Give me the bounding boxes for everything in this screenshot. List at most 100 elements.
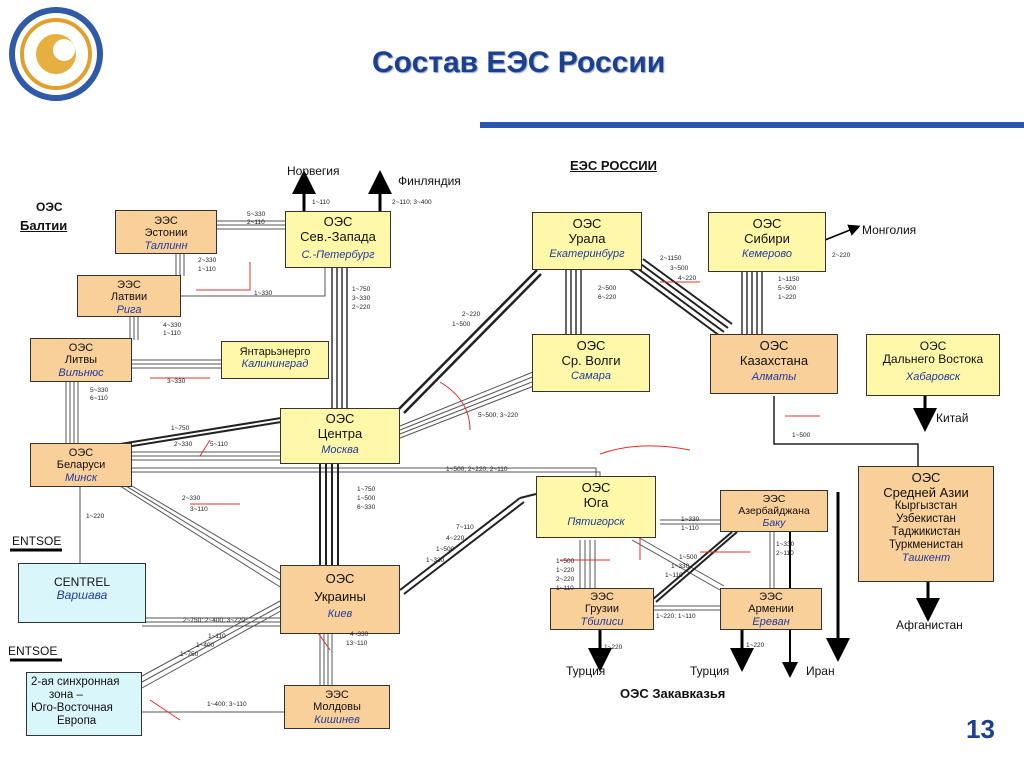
system-central-asia[interactable]: ОЭС Средней Азии Кыргызстан Узбекистан Т… (858, 466, 994, 582)
system-ukraine[interactable]: ОЭС Украины Киев (280, 565, 400, 634)
northwest-line1: ОЭС (323, 214, 353, 229)
line-south-geo-4: 1~110 (556, 585, 574, 592)
lithuania-city: Вильнюс (58, 366, 104, 379)
armenia-city: Ереван (752, 615, 790, 628)
kaliningrad-city: Калининград (241, 358, 309, 371)
line-lat-lit-1: 4~330 (163, 322, 182, 329)
central-asia-country-3: Таджикистан (891, 525, 961, 538)
line-ukr-zone2: 2~750; 2~400; 3~220 (183, 617, 245, 624)
system-center[interactable]: ОЭС Центра Москва (280, 408, 400, 464)
line-cen-ukr-3: 6~330 (357, 504, 376, 511)
line-bel-cen-b: 2~330 (174, 441, 193, 448)
line-bel-cen-a: 1~750 (171, 425, 190, 432)
lithuania-line2: Литвы (64, 354, 98, 367)
line-bel-ukr-1: 2~330 (182, 495, 201, 502)
line-ukr-mol-2: 13~110 (346, 640, 368, 647)
urals-line2: Урала (568, 230, 606, 246)
ukraine-city: Киев (327, 608, 353, 621)
georgia-line1: ЭЭС (590, 591, 614, 603)
header-rule (480, 122, 1024, 128)
system-volga[interactable]: ОЭС Ср. Волги Самара (532, 334, 650, 392)
entsoe-label-1: ENTSOE (12, 534, 62, 548)
system-georgia[interactable]: ЭЭС Грузии Тбилиси (550, 588, 654, 630)
far-east-line1: ОЭС (919, 339, 947, 353)
system-azerbaijan[interactable]: ЭЭС Азербайджана Баку (720, 490, 828, 532)
latvia-line1: ЭЭС (117, 279, 141, 291)
line-geo-tur: 1~220 (604, 644, 623, 651)
azerbaijan-city: Баку (762, 516, 786, 529)
line-ukr-zone2b-3: 1~750 (180, 651, 199, 658)
system-kaliningrad[interactable]: Янтарьэнерго Калининград (221, 341, 329, 379)
second-zone-line3: Юго-Восточная (31, 701, 113, 714)
china-label: Китай (936, 411, 969, 425)
volga-city: Самара (570, 370, 612, 383)
urals-line1: ОЭС (572, 216, 602, 231)
system-south[interactable]: ОЭС Юга Пятигорск (536, 476, 656, 538)
system-kazakhstan[interactable]: ОЭС Казахстана Алматы (710, 334, 838, 394)
system-armenia[interactable]: ЭЭС Армении Ереван (720, 588, 822, 630)
south-city: Пятигорск (567, 516, 625, 529)
central-asia-country-1: Кыргызстан (894, 500, 958, 513)
line-est-nw-2: 2~110 (247, 219, 265, 226)
azerbaijan-line2: Азербайджана (738, 504, 810, 517)
line-south-geo-2: 1~220 (556, 567, 575, 574)
mongolia-label: Монголия (862, 223, 917, 237)
line-south-geo-1: 1~500 (556, 558, 575, 565)
second-zone-line2: зона – (49, 688, 83, 701)
center-line1: ОЭС (325, 411, 355, 426)
page-title: Состав ЕЭС России (372, 46, 666, 79)
moldova-line1: ЭЭС (325, 689, 349, 701)
system-belarus[interactable]: ОЭС Беларуси Минск (30, 443, 132, 487)
baltic-region-label-2: Балтии (20, 218, 68, 233)
estonia-city: Таллинн (144, 239, 188, 252)
line-ukr-zone2b-2: 1~400 (196, 642, 215, 649)
line-lat-nw: 1~330 (254, 290, 273, 297)
system-centrel[interactable]: CENTREL Варшава (18, 563, 146, 623)
line-ukr-mol-1: 4~330 (350, 631, 369, 638)
georgia-city: Тбилиси (580, 615, 624, 628)
line-sib-mon: 2~220 (832, 252, 851, 259)
ukraine-line2: Украины (314, 588, 366, 604)
line-cen-ukr-1: 1~750 (357, 486, 376, 493)
line-ural-volga-2: 6~220 (598, 294, 617, 301)
line-cen-ural-1: 2~220 (462, 311, 481, 318)
line-south-geo-3: 2~220 (556, 576, 575, 583)
energy-company-logo (9, 7, 103, 101)
siberia-line2: Сибири (744, 230, 790, 246)
second-zone-line4: Европа (57, 714, 97, 727)
lithuania-line1: ОЭС (68, 342, 94, 354)
latvia-city: Рига (116, 303, 142, 316)
iran-label: Иран (806, 664, 835, 678)
line-sib-kaz-1: 1~1150 (778, 276, 800, 283)
belarus-line2: Беларуси (56, 459, 106, 472)
line-south-geo2-1: 1~500 (679, 554, 698, 561)
system-lithuania[interactable]: ОЭС Литвы Вильнюс (30, 338, 132, 382)
ukraine-line1: ОЭС (325, 571, 355, 586)
line-mol-zone2: 1~400; 3~110 (207, 701, 247, 708)
system-latvia[interactable]: ЭЭС Латвии Рига (77, 275, 181, 317)
center-line2: Центра (317, 425, 363, 441)
line-nw-cen-1: 1~750 (352, 286, 371, 293)
system-estonia[interactable]: ЭЭС Эстонии Таллинн (115, 210, 217, 254)
centrel-city: Варшава (56, 588, 108, 603)
moldova-city: Кишинев (314, 713, 360, 726)
central-asia-country-2: Узбекистан (896, 512, 956, 525)
system-far-east[interactable]: ОЭС Дальнего Востока Хабаровск (866, 334, 1000, 396)
system-second-zone[interactable]: 2-ая синхронная зона – Юго-Восточная Евр… (26, 672, 142, 736)
system-urals[interactable]: ОЭС Урала Екатеринбург (532, 212, 642, 270)
line-sib-kaz-2: 5~500 (778, 285, 797, 292)
central-asia-line1: ОЭС (911, 470, 941, 485)
line-bel-centrel: 1~220 (86, 513, 105, 520)
volga-line2: Ср. Волги (561, 352, 621, 368)
line-cen-ural-2: 1~500 (452, 321, 471, 328)
line-nw-cen-3: 2~220 (352, 304, 371, 311)
system-moldova[interactable]: ЭЭС Молдовы Кишинев (284, 685, 390, 729)
system-siberia[interactable]: ОЭС Сибири Кемерово (708, 212, 826, 272)
center-city: Москва (321, 444, 359, 457)
second-zone-line1: 2-ая синхронная (31, 676, 120, 688)
line-volga-cen: 5~500; 3~220 (478, 412, 519, 419)
line-south-geo2-3: 1~110 (665, 572, 683, 579)
azerbaijan-line1: ЭЭС (762, 493, 786, 505)
system-northwest[interactable]: ОЭС Сев.-Запада С.-Петербург (285, 211, 391, 268)
